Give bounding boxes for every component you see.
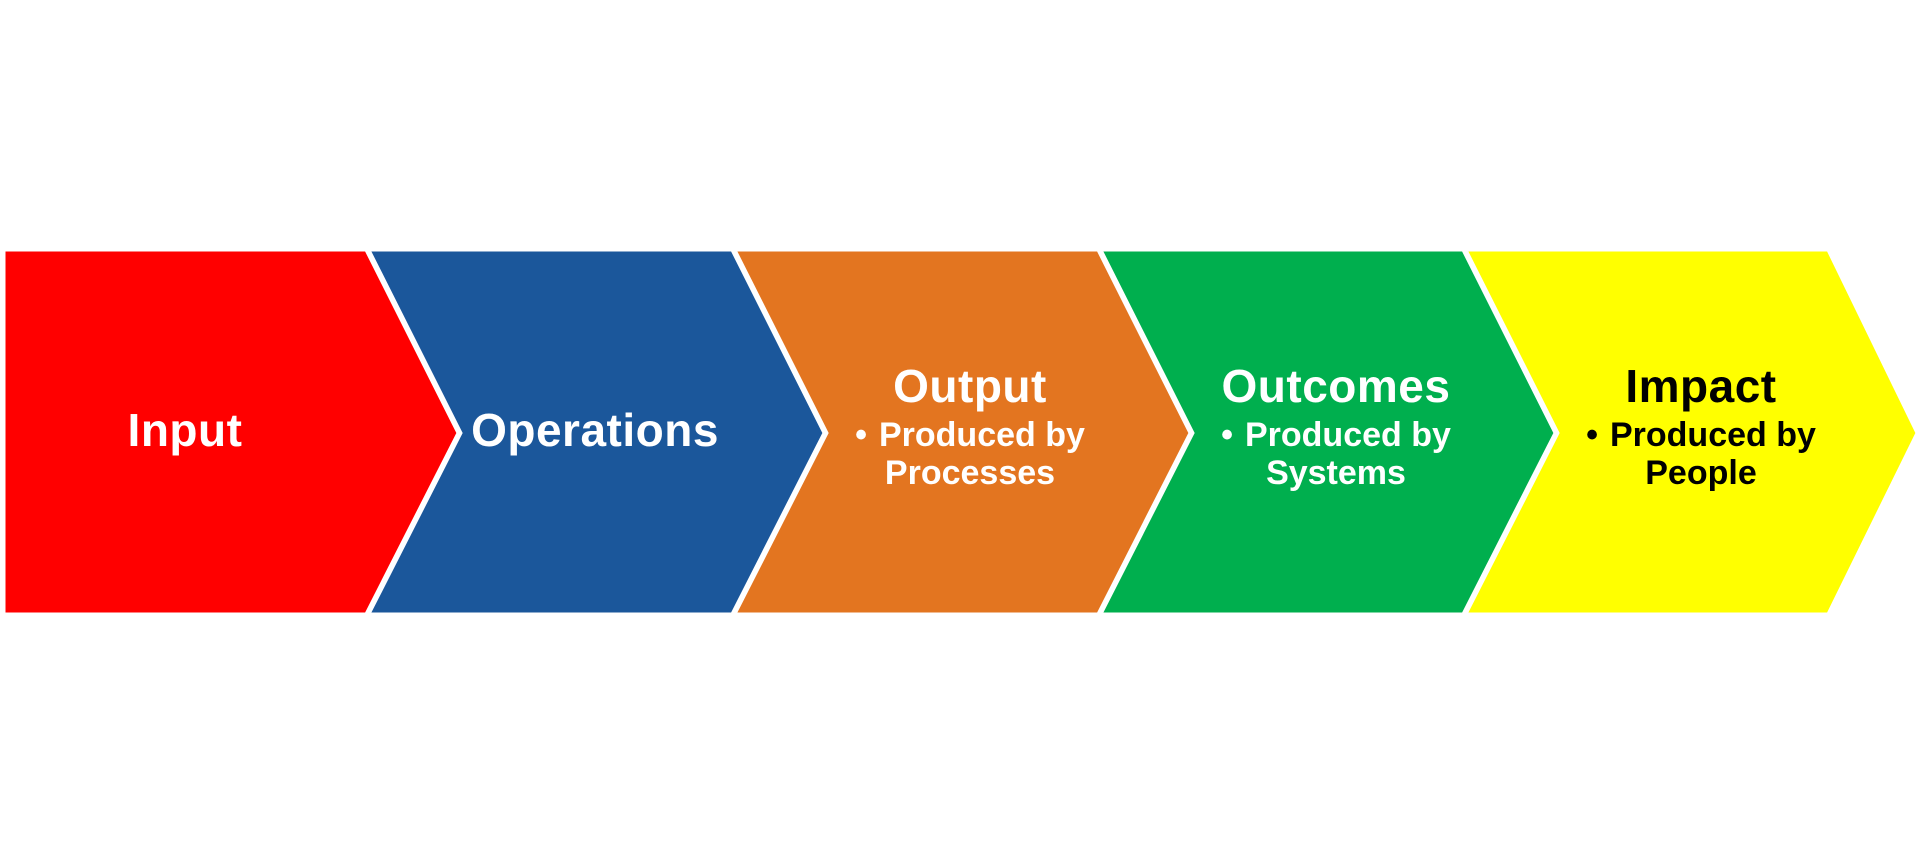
bullet-glyph: •	[1221, 416, 1233, 454]
chevron-impact	[1463, 248, 1919, 616]
bullet-glyph: •	[855, 416, 867, 454]
step-title: Operations	[471, 404, 719, 456]
step-bullet: • Produced by Processes	[820, 416, 1120, 492]
bullet-line-2: People	[1645, 454, 1757, 492]
chevron-output	[732, 248, 1192, 616]
step-input: Input	[60, 404, 310, 456]
step-impact: Impact • Produced by People	[1551, 360, 1851, 492]
bullet-line-2: Systems	[1266, 454, 1406, 492]
step-bullet: • Produced by People	[1551, 416, 1851, 492]
step-bullet: • Produced by Systems	[1186, 416, 1486, 492]
step-output: Output • Produced by Processes	[820, 360, 1120, 492]
chevron-operations	[366, 248, 826, 616]
bullet-line-2: Processes	[884, 454, 1056, 492]
bullet-line-1: Produced by	[878, 416, 1085, 454]
chevron-outcomes	[1098, 248, 1557, 616]
step-title: Input	[127, 404, 243, 456]
step-title: Impact	[1625, 360, 1777, 412]
step-title: Outcomes	[1221, 360, 1451, 412]
step-operations: Operations	[450, 404, 740, 456]
bullet-line-1: Produced by	[1609, 416, 1816, 454]
chevron-input	[2, 248, 460, 616]
step-outcomes: Outcomes • Produced by Systems	[1186, 360, 1486, 492]
bullet-glyph: •	[1586, 416, 1598, 454]
step-title: Output	[893, 360, 1047, 412]
bullet-line-1: Produced by	[1244, 416, 1451, 454]
